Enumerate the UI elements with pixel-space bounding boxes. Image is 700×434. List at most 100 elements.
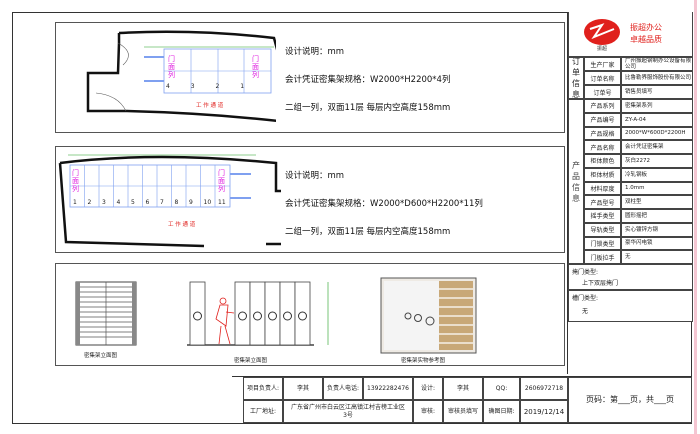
info-value: 销售员填写 (621, 85, 693, 99)
product-section-label: 产品信息 (572, 160, 580, 203)
logo-area: 振超 振超办公卓越品质 (568, 12, 693, 57)
column-number: 8 (174, 199, 179, 206)
layer-note: 二组一列，双面11层 每层内空高度158mm (285, 227, 451, 237)
info-value: 2000*W*600D*2200H (621, 126, 693, 141)
column-number: 3 (102, 199, 106, 206)
info-value: 双柱型 (621, 195, 693, 209)
info-label: 生产厂家 (584, 57, 621, 71)
date-value: 2019/12/14 (520, 400, 568, 423)
page-code: 页码：第___页，共___页 (568, 377, 692, 423)
layer-note: 二组一列，双面11层 每层内空高度158mm (285, 103, 451, 113)
plan-panel-1: 门 面 列 门 面 列 4 3 2 1 工 作 通 道 设计说明：mm 会计凭证… (55, 22, 565, 133)
order-section-label: 订单信息 (572, 57, 580, 99)
info-label: 门锁类型 (584, 236, 621, 251)
info-label: 产品型号 (584, 195, 621, 209)
door-column-label: 门 面 列 (252, 55, 259, 79)
slogan-line: 卓越品质 (630, 35, 662, 44)
column-number: 10 (203, 199, 212, 206)
designer-value: 李其 (443, 377, 483, 400)
info-value: 密集架系列 (621, 99, 693, 113)
info-label: 摇手类型 (584, 209, 621, 223)
order-section: 订单信息 (568, 57, 584, 99)
column-number: 6 (145, 199, 150, 206)
info-label: 柜体材质 (584, 167, 621, 182)
design-label: 设计: (413, 377, 443, 400)
side-view-caption: 密集架立面图 (234, 358, 268, 364)
qq-label: QQ: (483, 377, 520, 400)
review-label: 审核: (413, 400, 443, 423)
elevation-drawings (75, 277, 477, 354)
info-label: 订单名称 (584, 71, 621, 85)
info-label: 订单号 (584, 85, 621, 99)
factory-address: 广东省广州市白云区江高镇江村吉榜工业区3号 (283, 400, 413, 423)
info-label: 产品规格 (584, 126, 621, 141)
date-label: 确图日期: (483, 400, 520, 423)
design-note: 设计说明：mm (285, 47, 345, 57)
phone-value: 13922282476 (363, 377, 413, 400)
door-column-label: 门 面 列 (168, 55, 175, 79)
info-value: 1.0mm (621, 181, 693, 196)
door-column-label: 门 面 列 (72, 169, 79, 193)
aisle-label: 工 作 通 道 (168, 222, 196, 228)
footer-block: 项目负责人: 李其 负责人电话: 13922282476 设计: 李其 QQ: … (232, 376, 692, 423)
swing-door-label: 掩门类型: (572, 269, 599, 276)
info-value: 豪华闪电锁 (621, 236, 693, 251)
slot-door-label: 槽门类型: (572, 295, 599, 302)
column-number: 4 (166, 83, 170, 90)
pm-label: 项目负责人: (243, 377, 283, 400)
plan-panel-2: 门 面 列 门 面 列 1 2 3 4 5 6 7 8 9 10 11 工 作 通 道 设计说明：m… (55, 146, 565, 253)
front-view-caption: 密集架立面图 (84, 353, 118, 359)
column-number: 9 (189, 199, 193, 206)
reviewer-value: 审核员填写 (443, 400, 483, 423)
factory-label: 工厂地址: (243, 400, 283, 423)
spec-note: 会计凭证密集架规格：W2000*H2200*4列 (285, 75, 451, 85)
column-number: 5 (131, 199, 135, 206)
qq-value: 2606972718 (520, 377, 568, 400)
swing-door-value: 上下双层掩门 (582, 280, 619, 287)
company-logo: 振超 (584, 19, 620, 51)
floor-plan-1 (86, 30, 276, 123)
column-number: 3 (190, 83, 195, 90)
info-value: 冷轧钢板 (621, 167, 693, 182)
photo-caption: 密集架实物参考图 (401, 358, 446, 364)
svg-text:振超: 振超 (597, 45, 607, 51)
door-column-label: 门 面 列 (218, 169, 225, 193)
info-value: 广州振超钢制办公设备有限公司 (621, 57, 693, 71)
title-block: 振超 振超办公卓越品质 订单信息 生产厂家广州振超钢制办公设备有限公司订单名称比… (567, 12, 693, 374)
design-note: 设计说明：mm (285, 171, 345, 181)
info-label: 产品系列 (584, 99, 621, 113)
info-label: 导轨类型 (584, 222, 621, 237)
slogan-line: 振超办公 (630, 23, 662, 32)
column-number: 1 (240, 83, 245, 90)
info-value: 比鲁勒界服饰股份有限公司 (621, 71, 693, 85)
aisle-label: 工 作 通 道 (196, 103, 224, 109)
phone-label: 负责人电话: (323, 377, 363, 400)
slot-door-value: 无 (582, 308, 589, 315)
column-numbers: 1 2 3 4 5 6 7 8 9 10 11 (73, 199, 233, 206)
elevation-panel: 密集架立面图 密集架立面图 密集架实物参考图 (55, 263, 565, 366)
product-section: 产品信息 (568, 99, 584, 264)
info-value: ZY-A-04 (621, 112, 693, 127)
column-number: 7 (160, 199, 164, 206)
column-number: 11 (218, 199, 226, 206)
info-value: 灰白2272 (621, 154, 693, 168)
info-value: 实心镀锌方钢 (621, 222, 693, 237)
info-label: 产品编号 (584, 112, 621, 127)
swing-door-box: 掩门类型: 上下双层掩门 (568, 264, 693, 290)
info-label: 材料厚度 (584, 181, 621, 196)
info-label: 产品名称 (584, 140, 621, 154)
column-number: 4 (116, 199, 121, 206)
pm-value: 李其 (283, 377, 323, 400)
floor-plan-2 (58, 154, 281, 248)
column-numbers: 4 3 2 1 (166, 83, 244, 90)
column-number: 2 (87, 199, 92, 206)
column-number: 1 (73, 199, 77, 206)
page-edge (694, 0, 697, 434)
slot-door-box: 槽门类型: 无 (568, 290, 693, 322)
slogan: 振超办公卓越品质 (630, 22, 662, 46)
info-value: 无 (621, 250, 693, 264)
info-label: 柜体颜色 (584, 154, 621, 168)
info-value: 圆形摇把 (621, 209, 693, 223)
column-number: 2 (215, 83, 220, 90)
info-value: 会计凭证密集架 (621, 140, 693, 154)
